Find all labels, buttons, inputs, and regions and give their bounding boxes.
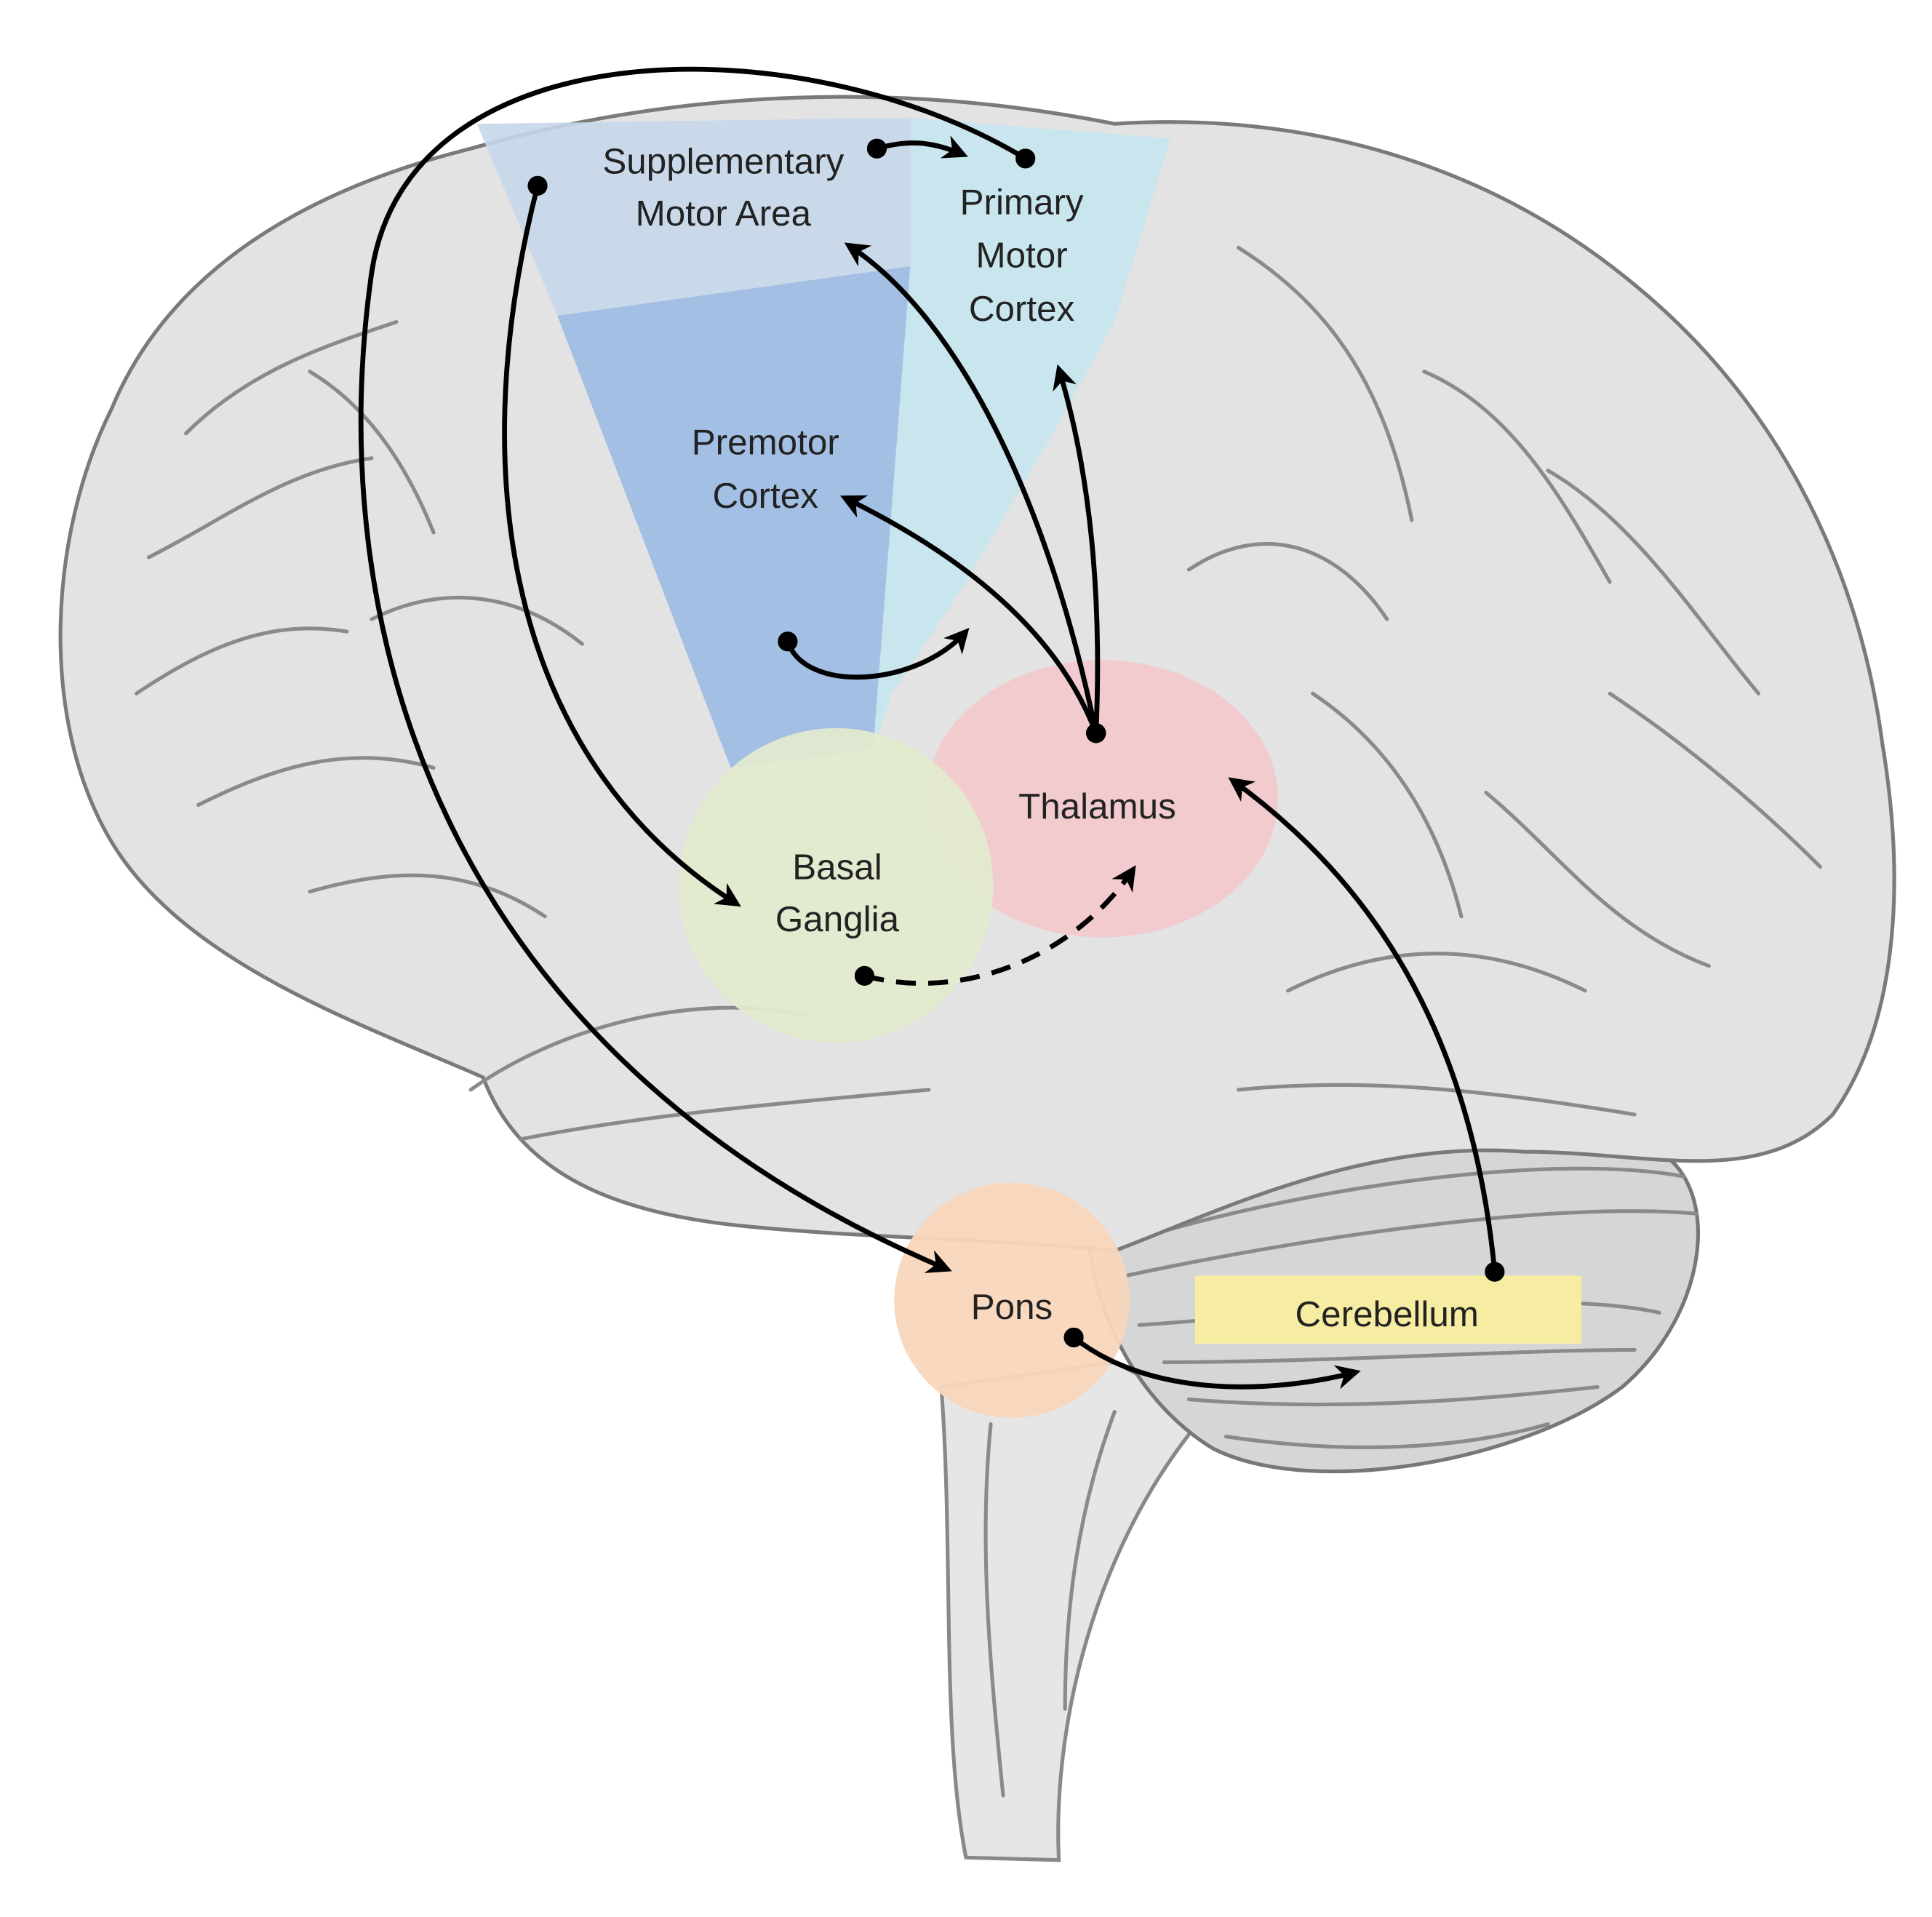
connections xyxy=(358,66,1505,1390)
thalamus-label: Thalamus xyxy=(1018,786,1176,826)
pons-label: Pons xyxy=(971,1287,1053,1327)
arrow-pons-to-cerebellum xyxy=(1063,1327,1361,1390)
arrow-bg-to-thal xyxy=(854,865,1136,987)
cerebellum-label: Cerebellum xyxy=(1296,1294,1479,1334)
brainstem xyxy=(939,1360,1210,1862)
arrow-sma-to-bg xyxy=(502,175,741,907)
arrow-m1-to-pons xyxy=(358,66,1036,1273)
arrow-thal-to-m1 xyxy=(1053,364,1106,744)
arrow-cerebellum-to-thal xyxy=(1228,777,1505,1282)
